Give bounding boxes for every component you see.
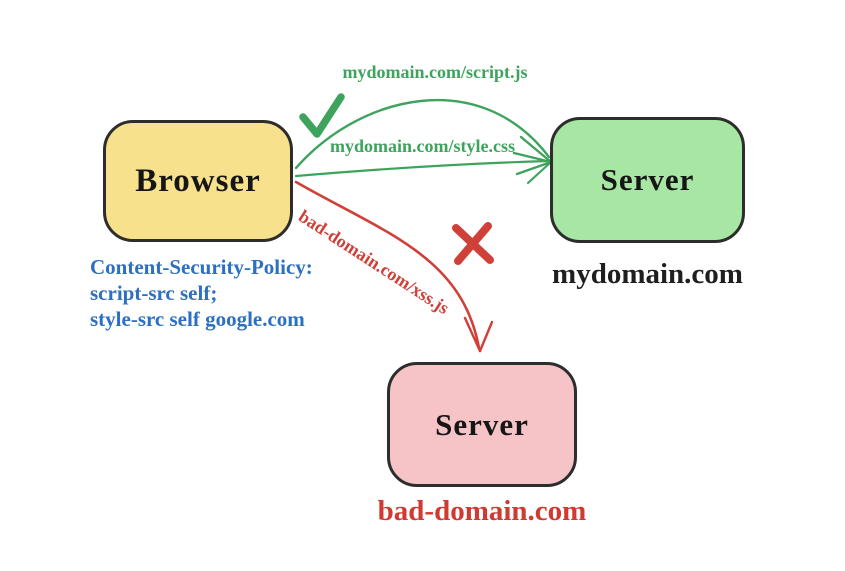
blocked-server-box: Server <box>387 362 577 487</box>
browser-box: Browser <box>103 120 293 242</box>
blocked-server-label: Server <box>435 406 529 442</box>
request-style-label: mydomain.com/style.css <box>330 136 515 156</box>
checkmark-icon <box>299 93 345 138</box>
x-icon <box>452 222 494 265</box>
csp-line-2: script-src self; <box>90 281 218 305</box>
blocked-request-arrow <box>294 180 494 353</box>
request-script-arrow <box>294 99 551 170</box>
allowed-server-label: Server <box>600 162 695 197</box>
csp-line-1: Content-Security-Policy: <box>90 255 313 279</box>
allowed-server-box: Server <box>550 117 745 243</box>
request-style-arrow <box>294 135 553 185</box>
blocked-server-domain: bad-domain.com <box>377 495 587 527</box>
allowed-server-domain: mydomain.com <box>552 258 743 290</box>
browser-label: Browser <box>135 162 261 199</box>
csp-line-3: style-src self google.com <box>90 307 305 331</box>
csp-policy-text: Content-Security-Policy: script-src self… <box>90 254 370 332</box>
request-script-label: mydomain.com/script.js <box>342 62 528 82</box>
